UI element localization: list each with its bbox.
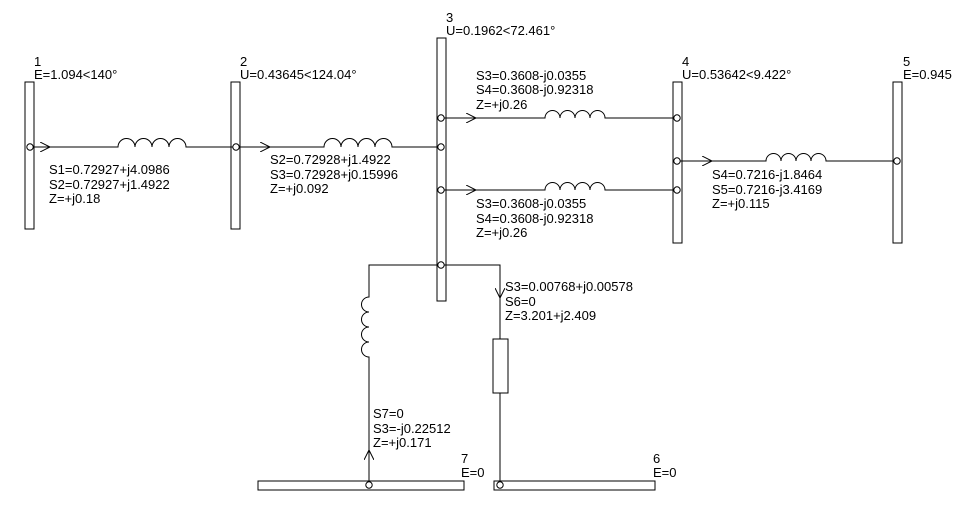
bus-2-number: 2 xyxy=(240,54,247,69)
bus-6-bar[interactable] xyxy=(493,480,656,491)
svg-text:Z=+j0.115: Z=+j0.115 xyxy=(712,196,770,211)
svg-text:S3=-j0.22512: S3=-j0.22512 xyxy=(373,421,451,436)
svg-text:S4=0.3608-j0.92318: S4=0.3608-j0.92318 xyxy=(476,82,593,97)
svg-text:S3=0.3608-j0.0355: S3=0.3608-j0.0355 xyxy=(476,196,586,211)
resistor-icon xyxy=(492,338,509,394)
bus-1-bar[interactable] xyxy=(24,81,35,230)
connection-nodes xyxy=(26,114,901,489)
svg-text:S2=0.72927+j1.4922: S2=0.72927+j1.4922 xyxy=(49,177,170,192)
branch-2-3-label: S2=0.72928+j1.4922 S3=0.72928+j0.15996 Z… xyxy=(270,152,398,196)
branch-4-5-label: S4=0.7216-j1.8464 S5=0.7216-j3.4169 Z=+j… xyxy=(712,167,822,211)
branch-1-2[interactable] xyxy=(30,138,236,148)
svg-text:S2=0.72928+j1.4922: S2=0.72928+j1.4922 xyxy=(270,152,391,167)
bus-3-value: U=0.1962<72.461° xyxy=(446,23,555,38)
branch-1-2-label: S1=0.72927+j4.0986 S2=0.72927+j1.4922 Z=… xyxy=(49,162,170,206)
bus-2-bar[interactable] xyxy=(230,81,241,230)
bus-7-value: E=0 xyxy=(461,465,485,480)
bus-4-number: 4 xyxy=(682,54,689,69)
branch-3-4-upper-label: S3=0.3608-j0.0355 S4=0.3608-j0.92318 Z=+… xyxy=(476,68,593,112)
svg-text:S3=0.3608-j0.0355: S3=0.3608-j0.0355 xyxy=(476,68,586,83)
bus-2-value: U=0.43645<124.04° xyxy=(240,67,357,82)
svg-text:Z=3.201+j2.409: Z=3.201+j2.409 xyxy=(505,308,596,323)
bus-5-value: E=0.945 xyxy=(903,67,952,82)
branch-2-3[interactable] xyxy=(236,138,441,148)
svg-text:S3=0.72928+j0.15996: S3=0.72928+j0.15996 xyxy=(270,167,398,182)
bus-1-value: E=1.094<140° xyxy=(34,67,117,82)
svg-text:Z=+j0.26: Z=+j0.26 xyxy=(476,225,527,240)
branch-3-6-label: S3=0.00768+j0.00578 S6=0 Z=3.201+j2.409 xyxy=(505,279,633,323)
branch-3-4-upper[interactable] xyxy=(441,110,677,118)
svg-text:Z=+j0.26: Z=+j0.26 xyxy=(476,97,527,112)
svg-text:S5=0.7216-j3.4169: S5=0.7216-j3.4169 xyxy=(712,182,822,197)
svg-text:S6=0: S6=0 xyxy=(505,294,536,309)
bus-4-value: U=0.53642<9.422° xyxy=(682,67,791,82)
branch-3-6[interactable] xyxy=(441,264,509,485)
bus-6-value: E=0 xyxy=(653,465,677,480)
svg-text:S4=0.7216-j1.8464: S4=0.7216-j1.8464 xyxy=(712,167,822,182)
svg-text:Z=+j0.092: Z=+j0.092 xyxy=(270,181,329,196)
branch-3-4-lower-label: S3=0.3608-j0.0355 S4=0.3608-j0.92318 Z=+… xyxy=(476,196,593,240)
bus-7-number: 7 xyxy=(461,451,468,466)
svg-text:Z=+j0.171: Z=+j0.171 xyxy=(373,435,432,450)
svg-text:S3=0.00768+j0.00578: S3=0.00768+j0.00578 xyxy=(505,279,633,294)
bus-7-bar[interactable] xyxy=(257,480,465,491)
svg-text:S4=0.3608-j0.92318: S4=0.3608-j0.92318 xyxy=(476,211,593,226)
svg-text:Z=+j0.18: Z=+j0.18 xyxy=(49,191,100,206)
svg-text:S7=0: S7=0 xyxy=(373,406,404,421)
bus-6-number: 6 xyxy=(653,451,660,466)
bus-3-bar[interactable] xyxy=(436,37,447,302)
branch-3-7-label: S7=0 S3=-j0.22512 Z=+j0.171 xyxy=(373,406,451,450)
bus-3-number: 3 xyxy=(446,10,453,25)
bus-1-number: 1 xyxy=(34,54,41,69)
branch-4-5[interactable] xyxy=(677,153,897,162)
svg-text:S1=0.72927+j4.0986: S1=0.72927+j4.0986 xyxy=(49,162,170,177)
bus-5-number: 5 xyxy=(903,54,910,69)
branch-3-7[interactable] xyxy=(361,264,442,485)
branch-3-4-lower[interactable] xyxy=(441,182,677,191)
